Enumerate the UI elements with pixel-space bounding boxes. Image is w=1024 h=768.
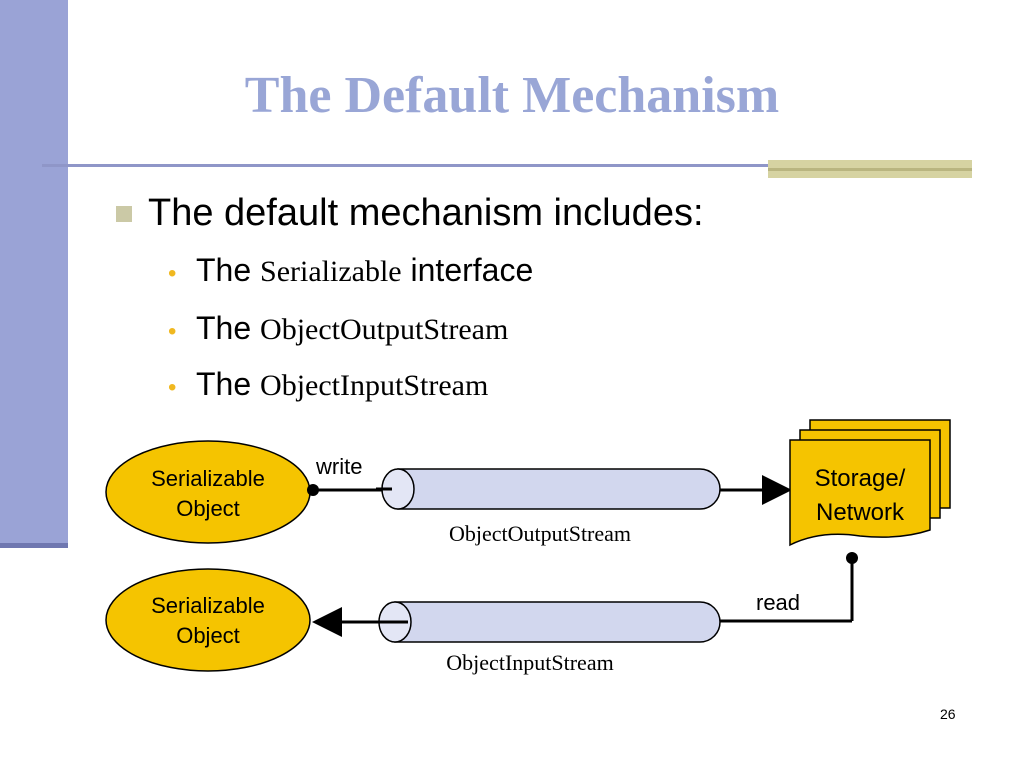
- left-decor-band: [0, 0, 68, 546]
- object-top-line2: Object: [176, 496, 240, 521]
- sub-item-term: ObjectInputStream: [260, 369, 489, 402]
- main-bullet-text: The default mechanism includes:: [148, 192, 704, 234]
- storage-line1: Storage/: [815, 465, 906, 492]
- title-rule: [42, 164, 770, 167]
- storage-network-stack: Storage/ Network: [789, 419, 951, 547]
- sub-item-term: ObjectOutputStream: [260, 313, 509, 346]
- sub-item-serializable: • The Serializable interface: [168, 252, 533, 289]
- object-bottom-line2: Object: [176, 623, 240, 648]
- bullet-dot-icon: •: [168, 260, 177, 287]
- read-connector: [718, 552, 858, 623]
- output-stream-pipe: [376, 468, 721, 510]
- output-stream-label: ObjectOutputStream: [449, 521, 631, 546]
- sub-item-term: Serializable: [260, 255, 402, 288]
- object-bottom-line1: Serializable: [151, 593, 265, 618]
- bullet-dot-icon: •: [168, 318, 177, 345]
- write-label: write: [315, 454, 362, 479]
- serializable-object-bottom: Serializable Object: [105, 568, 311, 672]
- read-label: read: [756, 590, 800, 615]
- object-top-line1: Serializable: [151, 466, 265, 491]
- sub-item-prefix: The: [196, 366, 261, 402]
- sub-item-prefix: The: [196, 252, 261, 288]
- input-stream-label: ObjectInputStream: [446, 650, 613, 675]
- square-bullet-icon: [116, 205, 132, 222]
- main-bullet: The default mechanism includes:: [116, 192, 704, 235]
- left-decor-band-edge: [0, 543, 68, 548]
- accent-line: [768, 168, 972, 171]
- sub-item-suffix: interface: [401, 252, 534, 288]
- sub-item-objectoutputstream: • The ObjectOutputStream: [168, 310, 508, 347]
- bullet-dot-icon: •: [168, 374, 177, 401]
- slide-title: The Default Mechanism: [244, 67, 780, 124]
- page-number: 26: [940, 706, 956, 722]
- input-stream-pipe: [378, 601, 721, 643]
- sub-item-prefix: The: [196, 310, 261, 346]
- sub-item-objectinputstream: • The ObjectInputStream: [168, 366, 488, 403]
- storage-line2: Network: [816, 499, 905, 526]
- serializable-object-top: Serializable Object: [105, 440, 311, 544]
